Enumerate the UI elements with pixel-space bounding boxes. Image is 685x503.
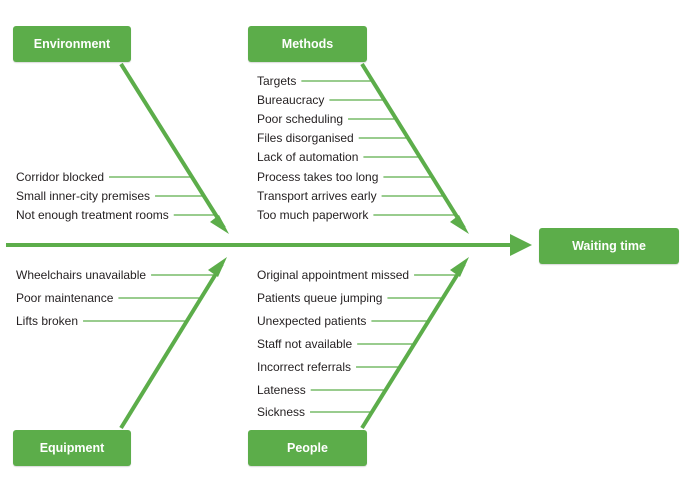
spine-arrowhead [510,234,532,256]
bone-equipment [119,262,224,430]
bone-people-arrowhead [450,257,469,277]
cause-methods-2: Bureaucracy [257,93,325,107]
cause-people-5: Incorrect referrals [257,360,352,374]
cause-equipment-2: Poor maintenance [16,291,114,305]
cause-people-1: Original appointment missed [257,268,410,282]
category-environment-box: Environment [13,26,131,62]
cause-methods-7: Transport arrives early [257,189,377,203]
category-methods-box: Methods [248,26,367,62]
cause-methods-1: Targets [257,74,297,88]
cause-equipment-1: Wheelchairs unavailable [16,268,147,282]
cause-methods-4: Files disorganised [257,131,354,145]
bone-environment [119,62,226,230]
cause-methods-8: Too much paperwork [257,208,369,222]
category-environment-label: Environment [33,37,111,51]
cause-people-2: Patients queue jumping [257,291,383,305]
effect-box: Waiting time [539,228,679,264]
cause-people-4: Staff not available [257,337,353,351]
bone-people [360,262,466,430]
category-methods-label: Methods [281,37,334,51]
cause-equipment-3: Lifts broken [16,314,79,328]
cause-methods-3: Poor scheduling [257,112,344,126]
category-equipment-label: Equipment [39,441,105,455]
cause-environment-1: Corridor blocked [16,170,105,184]
category-people-box: People [248,430,367,466]
bone-methods [360,62,466,230]
category-equipment-box: Equipment [13,430,131,466]
cause-people-7: Sickness [257,405,306,419]
bone-environment-arrowhead [210,215,229,234]
cause-methods-6: Process takes too long [257,170,379,184]
bone-equipment-arrowhead [208,257,227,277]
cause-environment-2: Small inner-city premises [16,189,151,203]
bone-methods-arrowhead [450,215,469,234]
cause-people-3: Unexpected patients [257,314,367,328]
effect-label: Waiting time [572,239,646,253]
cause-leader-lines [83,80,458,413]
category-people-label: People [287,441,328,455]
cause-people-6: Lateness [257,383,306,397]
cause-methods-5: Lack of automation [257,150,359,164]
cause-environment-3: Not enough treatment rooms [16,208,169,222]
